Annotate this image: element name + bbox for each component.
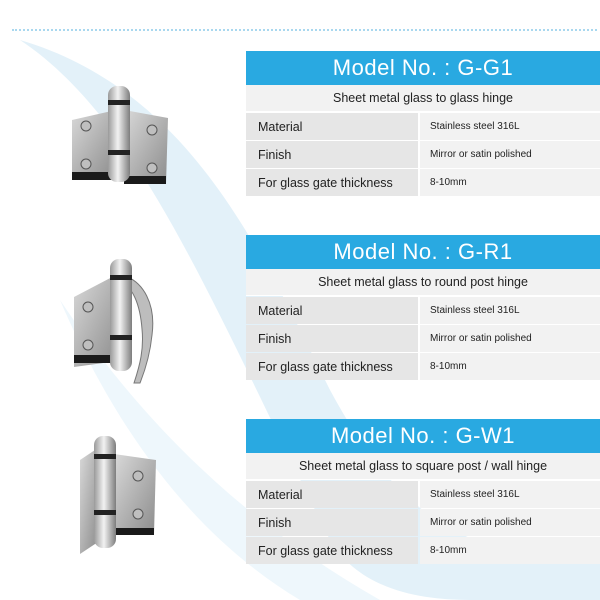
- spec-key: Finish: [246, 325, 418, 352]
- spec-key: Finish: [246, 141, 418, 168]
- spec-value: Stainless steel 316L: [420, 481, 600, 508]
- spec-row-finish: Finish Mirror or satin polished: [246, 325, 600, 352]
- model-subtitle: Sheet metal glass to round post hinge: [246, 269, 600, 296]
- spec-value: Mirror or satin polished: [420, 509, 600, 536]
- spec-key: Material: [246, 297, 418, 324]
- spec-key: Finish: [246, 509, 418, 536]
- spec-key: For glass gate thickness: [246, 537, 418, 564]
- spec-value: Mirror or satin polished: [420, 325, 600, 352]
- spec-key: Material: [246, 481, 418, 508]
- spec-key: For glass gate thickness: [246, 169, 418, 196]
- model-subtitle: Sheet metal glass to glass hinge: [246, 85, 600, 112]
- spec-value: Stainless steel 316L: [420, 297, 600, 324]
- spec-card-g-g1: Model No. : G-G1 Sheet metal glass to gl…: [246, 51, 600, 196]
- spec-card-g-w1: Model No. : G-W1 Sheet metal glass to sq…: [246, 419, 600, 564]
- model-subtitle: Sheet metal glass to square post / wall …: [246, 453, 600, 480]
- model-title: Model No. : G-W1: [246, 419, 600, 453]
- hinge-g-r1-icon: [74, 259, 154, 384]
- spec-row-material: Material Stainless steel 316L: [246, 297, 600, 324]
- spec-row-material: Material Stainless steel 316L: [246, 113, 600, 140]
- spec-row-thickness: For glass gate thickness 8-10mm: [246, 353, 600, 380]
- spec-key: For glass gate thickness: [246, 353, 418, 380]
- spec-row-thickness: For glass gate thickness 8-10mm: [246, 169, 600, 196]
- top-dotted-divider: [12, 29, 597, 31]
- spec-row-finish: Finish Mirror or satin polished: [246, 509, 600, 536]
- spec-value: 8-10mm: [420, 537, 600, 564]
- hinge-g-w1-icon: [80, 436, 156, 554]
- spec-value: Mirror or satin polished: [420, 141, 600, 168]
- spec-key: Material: [246, 113, 418, 140]
- model-title: Model No. : G-G1: [246, 51, 600, 85]
- spec-value: 8-10mm: [420, 353, 600, 380]
- spec-card-g-r1: Model No. : G-R1 Sheet metal glass to ro…: [246, 235, 600, 380]
- spec-row-thickness: For glass gate thickness 8-10mm: [246, 537, 600, 564]
- hinge-g-g1-icon: [72, 86, 168, 184]
- model-title: Model No. : G-R1: [246, 235, 600, 269]
- spec-value: Stainless steel 316L: [420, 113, 600, 140]
- spec-row-finish: Finish Mirror or satin polished: [246, 141, 600, 168]
- spec-value: 8-10mm: [420, 169, 600, 196]
- spec-row-material: Material Stainless steel 316L: [246, 481, 600, 508]
